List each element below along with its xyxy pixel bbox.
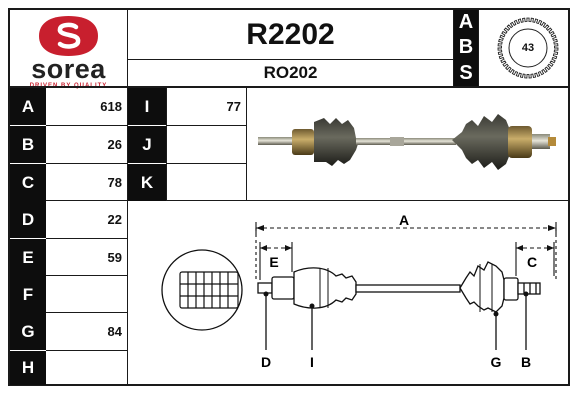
dimension-diagram: A E C D I G B <box>161 212 557 370</box>
dimension-letter-f: F <box>10 276 46 313</box>
row-divider <box>46 275 127 276</box>
diagram-label-a: A <box>399 212 409 228</box>
header-vline-3 <box>478 10 479 86</box>
oe-reference: RO202 <box>263 63 318 82</box>
dimension-letter-i: I <box>128 88 166 125</box>
right-col-line-a <box>166 88 167 201</box>
diagram-label-i: I <box>310 354 314 370</box>
abs-panel <box>454 10 478 86</box>
gear-hub <box>508 28 548 68</box>
dimension-value-f <box>46 276 127 313</box>
abs-gear: 43 <box>496 16 560 80</box>
header-divider <box>10 86 568 88</box>
dimension-letter-h: H <box>10 351 46 385</box>
dimension-value-e: 59 <box>107 250 122 265</box>
dimension-value-a: 618 <box>100 99 122 114</box>
product-sheet-frame <box>8 8 570 386</box>
header-vline-2 <box>453 10 454 86</box>
abs-letter-s: S <box>459 61 473 84</box>
row-divider <box>46 238 127 239</box>
part-code: R2202 <box>246 18 335 51</box>
dimension-value-d: 22 <box>107 212 122 227</box>
abs-tooth-count: 43 <box>521 42 535 54</box>
dimension-value-h <box>46 351 127 385</box>
diagram-label-b: B <box>521 354 531 370</box>
dimension-value-i: 77 <box>226 99 241 114</box>
row-divider <box>46 350 127 351</box>
dimension-value-k <box>167 164 246 201</box>
dimension-value-c: 78 <box>107 175 122 190</box>
dimension-letter-b: B <box>10 126 46 163</box>
gear-icon <box>497 17 559 79</box>
dimension-letter-d: D <box>10 201 46 238</box>
dimension-value-j <box>167 126 246 163</box>
brand-logo: sorea DRIVEN BY QUALITY <box>10 10 127 89</box>
dimension-value-g: 84 <box>107 324 122 339</box>
header-vline-1 <box>127 10 128 86</box>
dimension-value-b: 26 <box>107 137 122 152</box>
upper-section-line <box>128 200 568 201</box>
diagram-label-d: D <box>261 354 271 370</box>
drive-shaft-image <box>258 114 556 170</box>
dimension-letter-c: C <box>10 164 46 201</box>
row-divider <box>46 163 127 164</box>
row-divider <box>46 125 127 126</box>
row-divider <box>46 312 127 313</box>
header-sub-line <box>128 59 453 60</box>
dimension-letter-g: G <box>10 313 46 350</box>
abs-letter-b: B <box>458 36 474 58</box>
diagram-label-e: E <box>269 254 278 270</box>
row-divider <box>167 163 246 164</box>
dimension-letter-k: K <box>128 164 166 201</box>
gear-teeth <box>497 17 559 79</box>
brand-name: sorea <box>31 54 106 84</box>
sorea-logo-icon <box>39 16 98 56</box>
diagram-label-g: G <box>491 354 502 370</box>
right-col-line-b <box>246 88 247 201</box>
shaft-photo <box>252 104 562 182</box>
left-col-line <box>127 88 128 385</box>
abs-letter-a: A <box>458 11 474 33</box>
dimension-letter-e: E <box>10 239 46 276</box>
technical-diagram: A E C D I G B <box>158 206 566 382</box>
row-divider <box>46 200 127 201</box>
dimension-letter-j: J <box>128 126 166 163</box>
diagram-label-c: C <box>527 254 537 270</box>
dimension-letter-a: A <box>10 88 46 125</box>
row-divider <box>167 125 246 126</box>
